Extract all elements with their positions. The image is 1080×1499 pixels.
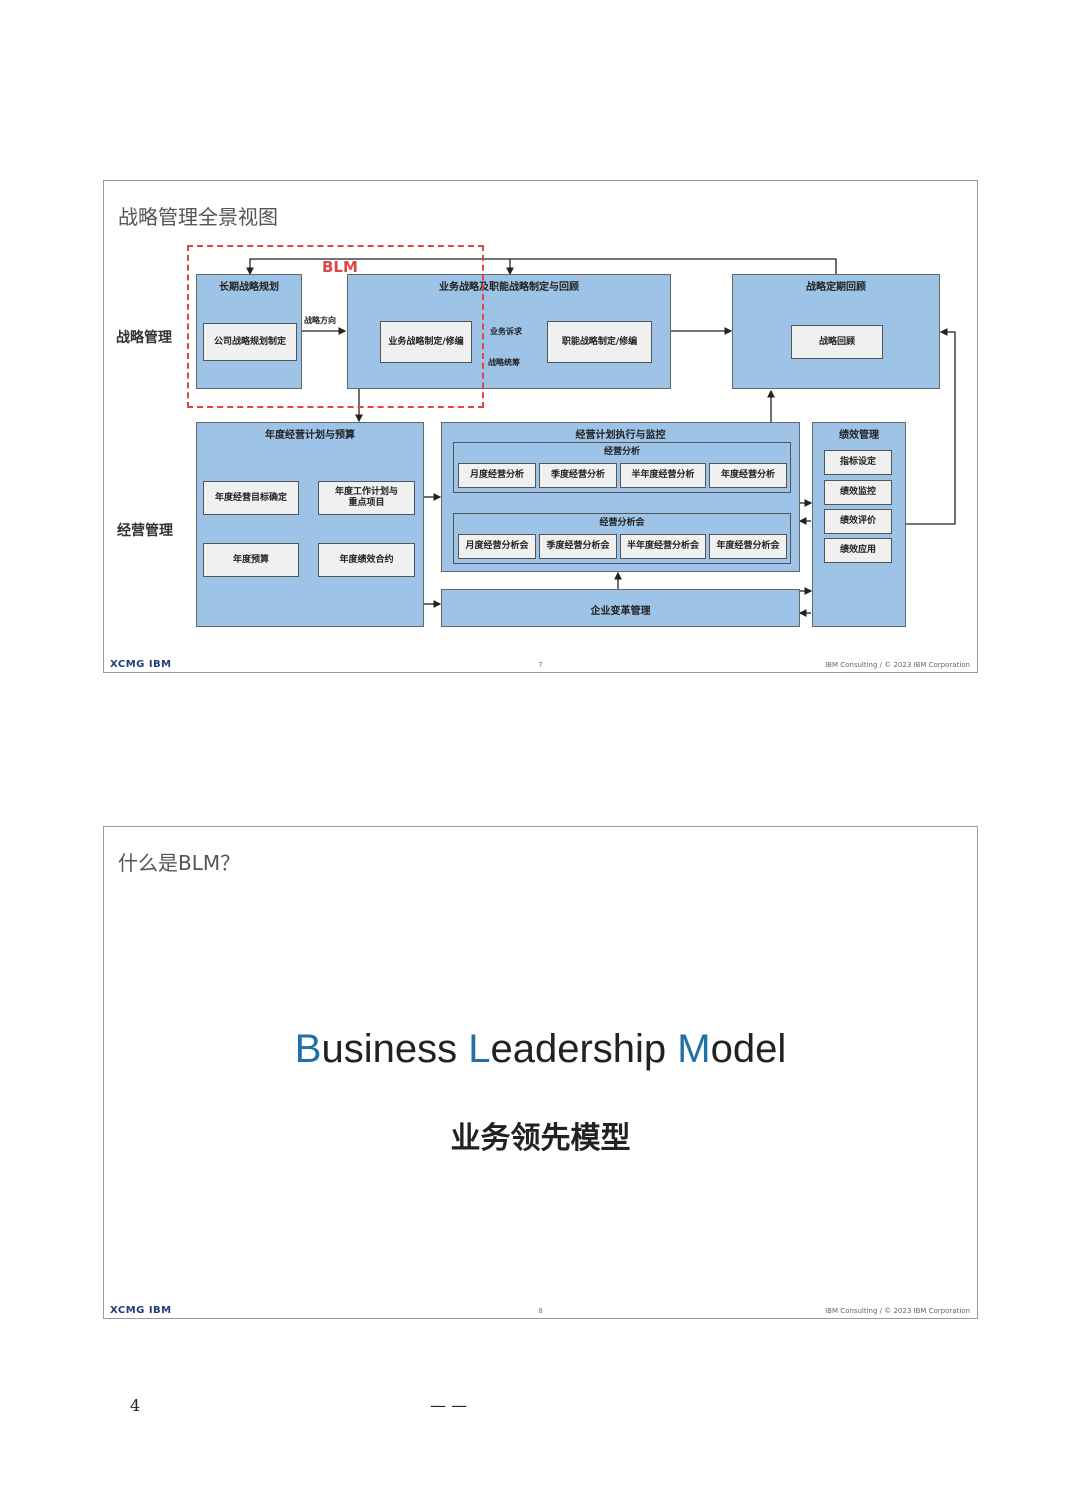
arrow-label-demand: 业务诉求: [490, 327, 522, 336]
strategy-review-item: 战略回顾: [791, 325, 883, 359]
strategy-review-box: 战略定期回顾 战略回顾: [732, 274, 940, 389]
document-page-dash: — —: [430, 1396, 468, 1415]
analysis-quarterly: 季度经营分析: [539, 463, 617, 488]
footer-logo: XCMG IBM: [110, 659, 172, 670]
analysis-yearly: 年度经营分析: [709, 463, 787, 488]
performance-box: 绩效管理 指标设定 绩效监控 绩效评价 绩效应用: [812, 422, 906, 627]
change-management-box: 企业变革管理: [441, 589, 800, 627]
company-strategy-item: 公司战略规划制定: [203, 323, 297, 361]
perf-evaluation: 绩效评价: [824, 509, 892, 534]
slide-title: 战略管理全景视图: [118, 205, 278, 229]
annual-work-plan-item: 年度工作计划与 重点项目: [318, 481, 415, 515]
word-rest-model: odel: [710, 1027, 787, 1071]
document-page-number: 4: [130, 1396, 141, 1415]
annual-plan-box: 年度经营计划与预算 年度经营目标确定 年度工作计划与 重点项目 年度预算 年度绩…: [196, 422, 424, 627]
biz-strategy-title: 业务战略及职能战略制定与回顾: [439, 282, 579, 293]
analysis-monthly: 月度经营分析: [458, 463, 536, 488]
performance-title: 绩效管理: [839, 430, 879, 441]
slide-strategy-panorama: 战略管理全景视图: [103, 180, 978, 673]
analysis-meeting-title: 经营分析会: [599, 518, 645, 528]
footer-copyright: IBM Consulting / © 2023 IBM Corporation: [825, 1307, 970, 1315]
change-management-title: 企业变革管理: [590, 606, 651, 617]
word-cap-m: M: [677, 1027, 711, 1071]
long-term-strategy-box: 长期战略规划 公司战略规划制定: [196, 274, 302, 389]
word-rest-leadership: eadership: [490, 1027, 678, 1071]
annual-performance-contract-item: 年度绩效合约: [318, 543, 415, 577]
execution-monitor-title: 经营计划执行与监控: [575, 430, 666, 441]
meeting-monthly: 月度经营分析会: [458, 534, 536, 559]
analysis-meeting-panel: 经营分析会 月度经营分析会 季度经营分析会 半年度经营分析会 年度经营分析会: [453, 513, 791, 564]
annual-budget-item: 年度预算: [203, 543, 299, 577]
slide-title: 什么是BLM？: [118, 851, 241, 875]
meeting-yearly: 年度经营分析会: [709, 534, 787, 559]
annual-plan-title: 年度经营计划与预算: [265, 430, 355, 441]
slide-what-is-blm: 什么是BLM？ Business Leadership Model 业务领先模型…: [103, 826, 978, 1319]
footer-page-number: 8: [538, 1307, 543, 1315]
biz-strategy-box: 业务战略及职能战略制定与回顾 业务战略制定/修编 职能战略制定/修编: [347, 274, 671, 389]
row-label-operation: 经营管理: [117, 523, 173, 539]
perf-indicator-setting: 指标设定: [824, 450, 892, 475]
annual-target-item: 年度经营目标确定: [203, 481, 299, 515]
blm-highlight-frame: [187, 245, 484, 408]
word-cap-b: B: [294, 1027, 322, 1071]
footer-logo: XCMG IBM: [110, 1305, 172, 1316]
meeting-half-year: 半年度经营分析会: [620, 534, 706, 559]
biz-strategy-item: 业务战略制定/修编: [380, 321, 472, 363]
perf-application: 绩效应用: [824, 538, 892, 563]
word-cap-l: L: [468, 1027, 491, 1071]
analysis-panel: 经营分析 月度经营分析 季度经营分析 半年度经营分析 年度经营分析: [453, 442, 791, 493]
footer-copyright: IBM Consulting / © 2023 IBM Corporation: [825, 661, 970, 669]
blm-english-name: Business Leadership Model: [104, 1027, 977, 1072]
execution-monitor-box: 经营计划执行与监控 经营分析 月度经营分析 季度经营分析 半年度经营分析 年度经…: [441, 422, 800, 572]
meeting-quarterly: 季度经营分析会: [539, 534, 617, 559]
arrow-label-coordination: 战略统筹: [488, 358, 520, 367]
arrow-label-direction: 战略方向: [304, 316, 336, 325]
blm-chinese-name: 业务领先模型: [450, 1121, 631, 1156]
long-term-strategy-title: 长期战略规划: [219, 282, 279, 293]
footer-page-number: 7: [538, 661, 543, 669]
analysis-half-year: 半年度经营分析: [620, 463, 706, 488]
blm-tag: BLM: [322, 258, 358, 276]
function-strategy-item: 职能战略制定/修编: [547, 321, 652, 363]
row-label-strategy: 战略管理: [116, 330, 172, 346]
strategy-review-title: 战略定期回顾: [806, 282, 866, 293]
perf-monitoring: 绩效监控: [824, 480, 892, 505]
word-rest-business: usiness: [321, 1027, 469, 1071]
analysis-title: 经营分析: [603, 447, 640, 457]
